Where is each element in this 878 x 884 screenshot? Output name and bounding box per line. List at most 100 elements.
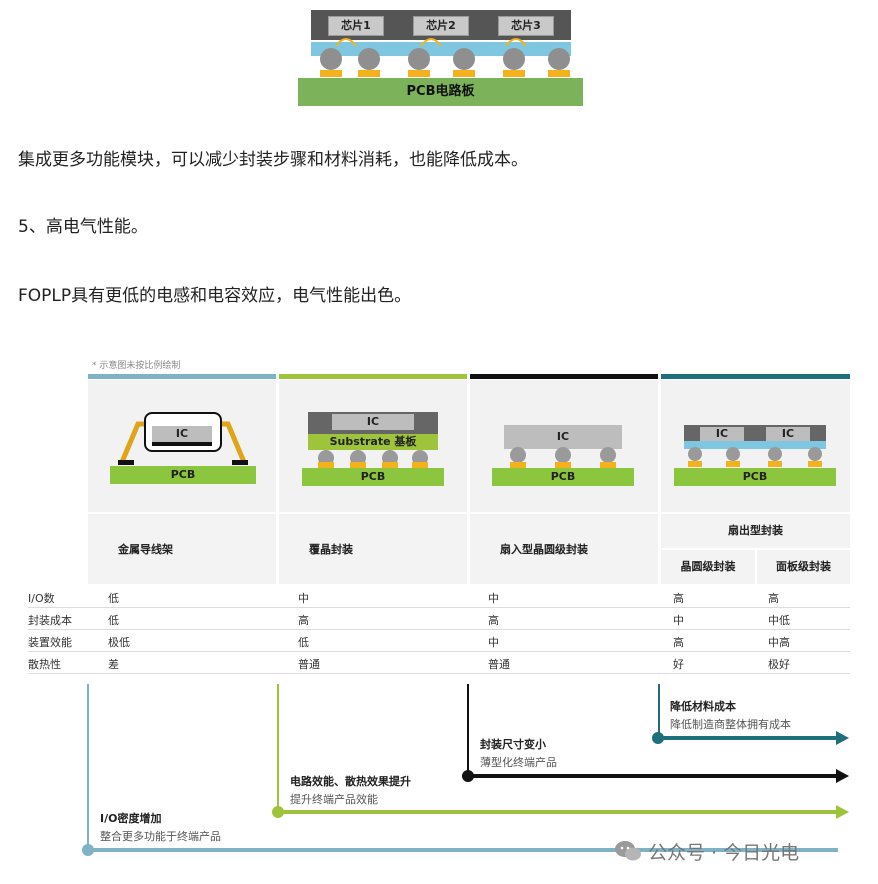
solder-ball bbox=[320, 48, 342, 70]
timeline-vline-io bbox=[87, 684, 89, 850]
arrow-sub-cost: 降低制造商整体拥有成本 bbox=[670, 718, 791, 731]
row-label-heat: 散热性 bbox=[28, 658, 61, 671]
table-cell: 好 bbox=[673, 658, 684, 671]
row-divider bbox=[28, 629, 850, 630]
pad bbox=[318, 462, 334, 468]
pad bbox=[600, 462, 616, 468]
pad bbox=[412, 462, 428, 468]
table-cell: 高 bbox=[488, 614, 499, 627]
arrow-performance bbox=[280, 810, 838, 814]
timeline-dot bbox=[272, 806, 284, 818]
arrow-title-io: I/O密度增加 bbox=[100, 812, 162, 825]
table-cell: 中 bbox=[488, 592, 499, 605]
row-label-io: I/O数 bbox=[28, 592, 55, 605]
arrow-head-icon bbox=[836, 769, 849, 783]
paragraph-heading-5: 5、高电气性能。 bbox=[18, 217, 148, 237]
table-cell: 普通 bbox=[488, 658, 510, 671]
solder-ball bbox=[453, 48, 475, 70]
table-cell: 高 bbox=[673, 592, 684, 605]
pcb-board: PCB bbox=[674, 468, 836, 486]
solder-ball bbox=[503, 48, 525, 70]
pad bbox=[382, 462, 398, 468]
arrow-title-size: 封装尺寸变小 bbox=[480, 738, 546, 751]
column-heading-fanin: 扇入型晶圆级封装 bbox=[470, 514, 658, 584]
pad bbox=[350, 462, 366, 468]
ic-die: IC bbox=[332, 414, 414, 430]
pad bbox=[320, 70, 342, 77]
table-cell: 差 bbox=[108, 658, 119, 671]
die-attach bbox=[152, 442, 212, 446]
column-bar-flipchip bbox=[279, 374, 467, 379]
table-cell: 中低 bbox=[768, 614, 790, 627]
arrow-sub-performance: 提升终端产品效能 bbox=[290, 793, 378, 806]
leadframe-illustration: IC PCB bbox=[110, 410, 256, 490]
row-label-performance: 装置效能 bbox=[28, 636, 72, 649]
column-heading-fanout: 扇出型封装 bbox=[661, 514, 850, 548]
paragraph-cost: 集成更多功能模块，可以减少封装步骤和材料消耗，也能降低成本。 bbox=[18, 150, 528, 170]
solder-ball bbox=[408, 48, 430, 70]
table-cell: 极好 bbox=[768, 658, 790, 671]
lead-foot bbox=[118, 460, 134, 465]
arrow-cost bbox=[660, 736, 838, 740]
table-cell: 普通 bbox=[298, 658, 320, 671]
arrow-size bbox=[470, 774, 838, 778]
timeline-dot bbox=[82, 844, 94, 856]
table-cell: 高 bbox=[673, 636, 684, 649]
row-divider bbox=[28, 607, 850, 608]
chip-3: 芯片3 bbox=[498, 16, 554, 36]
wire-bonds bbox=[335, 38, 527, 47]
row-divider bbox=[28, 673, 850, 674]
solder-ball bbox=[688, 447, 702, 461]
pad bbox=[503, 70, 525, 77]
subheading-wafer-level: 晶圆级封装 bbox=[661, 550, 755, 584]
timeline-dot bbox=[462, 770, 474, 782]
pad bbox=[510, 462, 526, 468]
pcb-board: PCB bbox=[302, 468, 444, 486]
arrow-head-icon bbox=[836, 805, 849, 819]
timeline-vline-cost bbox=[658, 684, 660, 738]
fanout-illustration: IC IC PCB bbox=[674, 425, 836, 486]
pcb-board: PCB电路板 bbox=[298, 78, 583, 106]
watermark-text: 公众号 · 今日光电 bbox=[648, 842, 800, 864]
pcb-board: PCB bbox=[110, 466, 256, 484]
table-cell: 中 bbox=[673, 614, 684, 627]
lead-foot bbox=[232, 460, 248, 465]
solder-ball bbox=[726, 447, 740, 461]
column-heading-flipchip: 覆晶封装 bbox=[279, 514, 467, 584]
ic-die: IC bbox=[152, 426, 212, 442]
arrow-title-cost: 降低材料成本 bbox=[670, 700, 736, 713]
table-cell: 极低 bbox=[108, 636, 130, 649]
solder-ball bbox=[510, 447, 526, 463]
paragraph-foplp: FOPLP具有更低的电感和电容效应，电气性能出色。 bbox=[18, 286, 412, 306]
solder-ball bbox=[358, 48, 380, 70]
flipchip-illustration: IC Substrate 基板 PCB bbox=[302, 412, 444, 486]
row-divider bbox=[28, 651, 850, 652]
table-cell: 高 bbox=[298, 614, 309, 627]
pad bbox=[688, 461, 702, 467]
substrate: Substrate 基板 bbox=[308, 434, 438, 450]
arrow-head-icon bbox=[836, 731, 849, 745]
pcb-board: PCB bbox=[492, 468, 634, 486]
pad bbox=[768, 461, 782, 467]
column-bar-fanin bbox=[470, 374, 658, 379]
chip-2: 芯片2 bbox=[413, 16, 469, 36]
wechat-icon bbox=[615, 841, 641, 861]
table-cell: 高 bbox=[768, 592, 779, 605]
table-cell: 中 bbox=[298, 592, 309, 605]
table-cell: 中高 bbox=[768, 636, 790, 649]
solder-ball bbox=[768, 447, 782, 461]
chip-1: 芯片1 bbox=[328, 16, 384, 36]
table-cell: 低 bbox=[298, 636, 309, 649]
arrow-sub-io: 整合更多功能于终端产品 bbox=[100, 830, 221, 843]
pad bbox=[726, 461, 740, 467]
timeline-dot bbox=[652, 732, 664, 744]
table-cell: 低 bbox=[108, 592, 119, 605]
pad bbox=[453, 70, 475, 77]
pad bbox=[808, 461, 822, 467]
pad bbox=[555, 462, 571, 468]
arrow-sub-size: 薄型化终端产品 bbox=[480, 756, 557, 769]
table-cell: 中 bbox=[488, 636, 499, 649]
fanin-illustration: IC PCB bbox=[492, 425, 634, 486]
row-label-cost: 封装成本 bbox=[28, 614, 72, 627]
scale-note: * 示意图未按比例绘制 bbox=[92, 361, 181, 371]
